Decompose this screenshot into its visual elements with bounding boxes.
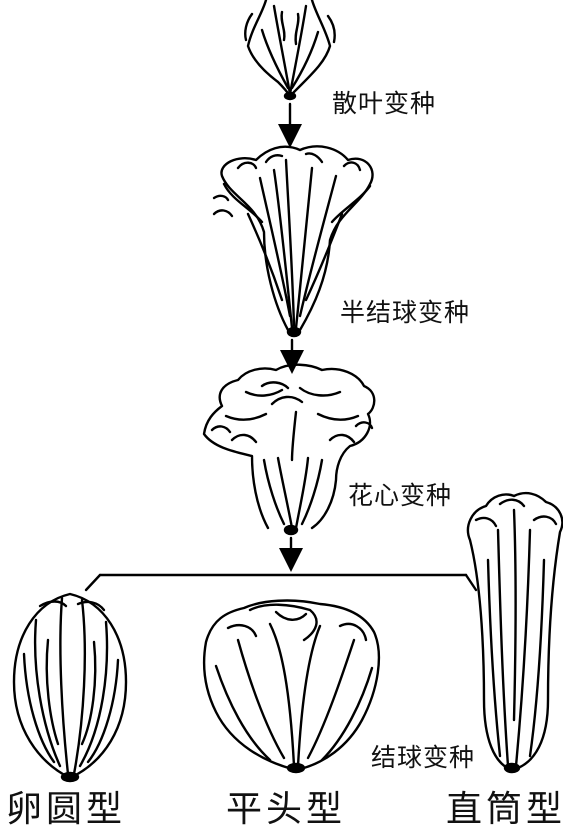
branch-connector — [86, 575, 476, 590]
ovate-cabbage-icon — [14, 594, 126, 781]
type-label-ovate: 卵圆型 — [6, 780, 126, 832]
type-label-cylinder: 直筒型 — [446, 780, 563, 832]
flat-head-cabbage-icon — [204, 601, 379, 772]
stage-label-flower-heart: 花心变种 — [348, 476, 452, 512]
stage-label-heading: 结球变种 — [371, 738, 475, 774]
type-label-flat-head: 平头型 — [226, 780, 346, 832]
cylinder-cabbage-icon — [468, 493, 562, 772]
loose-leaf-cabbage-icon — [245, 0, 335, 99]
stage-label-semi-heading: 半结球变种 — [340, 293, 470, 329]
stage-label-loose-leaf: 散叶变种 — [332, 84, 436, 120]
